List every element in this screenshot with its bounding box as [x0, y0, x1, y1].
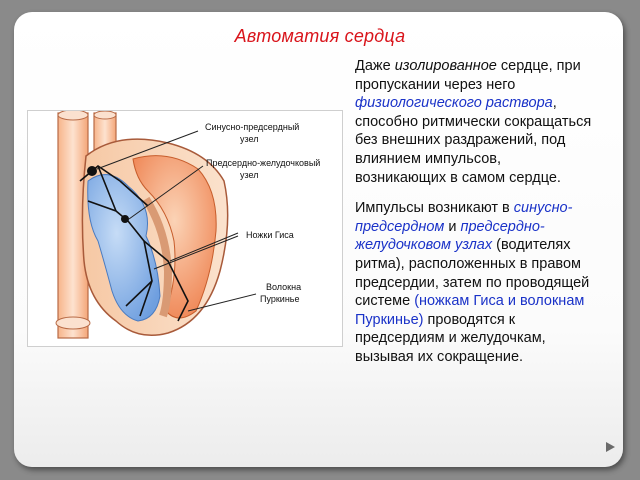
p2-text-e: (водителях ритма), расположенных в право…	[355, 237, 590, 310]
heart-conduction-diagram: Синусно-предсердный узел Предсердно-желу…	[27, 109, 343, 347]
p2-term-conduction: (ножкам Гиса и волокнам Пуркинье)	[355, 293, 585, 328]
label-his-bundle: Ножки Гиса	[246, 230, 294, 240]
p2-term-av-node: предсердно-желудочковом узлах	[355, 218, 545, 254]
p1-text-a: Даже	[355, 58, 395, 74]
label-av-node-2: узел	[240, 170, 258, 180]
pointer-his-bundle-2	[153, 235, 239, 270]
label-sa-node-1: Синусно-предсердный	[205, 122, 299, 132]
p2-text-c: и	[444, 218, 461, 235]
p1-term-saline: физиологического раствора	[355, 95, 553, 112]
right-heart-chambers	[87, 174, 161, 322]
p1-term-isolated: изолированное	[394, 58, 497, 74]
text-block: Даже изолированное сердце, при пропускан…	[355, 57, 595, 379]
p2-text-a: Импульсы возникают в	[355, 200, 514, 217]
pointer-sa-node	[96, 130, 199, 170]
septum	[142, 196, 173, 318]
av-node	[121, 215, 129, 223]
label-purkinje-1: Волокна	[266, 282, 301, 292]
label-purkinje-2: Пуркинье	[260, 294, 300, 304]
slide-title: Автоматия сердца	[234, 26, 406, 46]
paragraph-impulses: Импульсы возникают в синусно-предсердном…	[355, 199, 595, 366]
pointer-his-bundle	[169, 232, 239, 262]
label-sa-node-2: узел	[240, 134, 258, 144]
p1-text-c: сердце, при пропускании через него	[355, 58, 581, 93]
p2-term-sa-node: синусно-предсердном	[355, 200, 573, 235]
p1-text-e: , способно ритмически сокращаться без вн…	[355, 95, 592, 186]
left-heart-chambers	[132, 155, 217, 319]
pointer-purkinje	[187, 293, 257, 312]
paragraph-automatism: Даже изолированное сердце, при пропускан…	[355, 57, 595, 187]
pointer-av-node	[128, 165, 204, 220]
triangle-right-icon[interactable]	[604, 441, 616, 453]
p2-text-g: проводятся к предсердиям и желудочкам, в…	[355, 311, 546, 365]
sa-node	[87, 166, 97, 176]
label-av-node-1: Предсердно-желудочковый	[206, 158, 320, 168]
